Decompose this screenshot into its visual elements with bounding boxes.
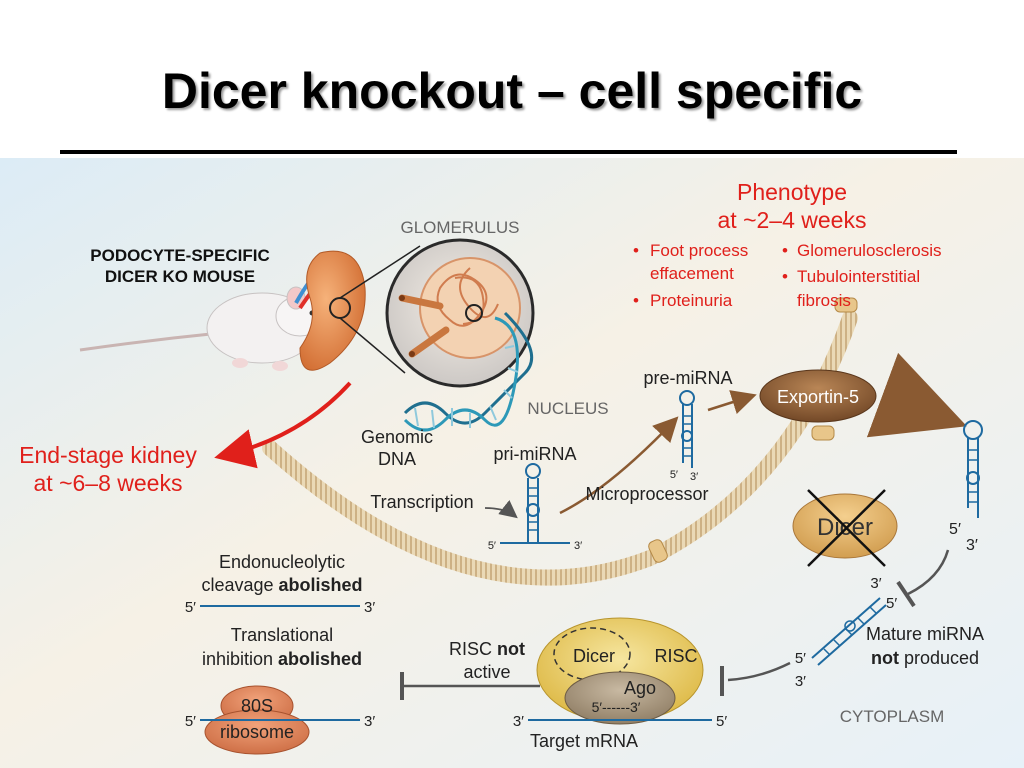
zoom-line xyxy=(339,317,406,374)
glomerulus-label: GLOMERULUS xyxy=(400,218,519,237)
phenotype-glomerulosclerosis: Glomerulosclerosis xyxy=(797,241,942,260)
inhibition-bar xyxy=(896,580,916,608)
risc-label: RISC xyxy=(654,646,697,666)
phenotype-foot-process: Foot process xyxy=(650,241,748,260)
phenotype-tubulointerstitial: Tubulointerstitial xyxy=(797,267,920,286)
target-three-prime: 5′ xyxy=(716,713,727,730)
endo-cleavage: cleavage xyxy=(201,575,278,595)
dna-helix xyxy=(403,311,534,432)
genomic-dna-line2: DNA xyxy=(378,449,416,469)
cleavage-three-prime: 3′ xyxy=(364,599,375,616)
ribosome-three-prime: 3′ xyxy=(364,713,375,730)
trans-line1: Translational xyxy=(231,625,333,645)
inhibition-arrow xyxy=(727,661,791,682)
end-stage-line1: End-stage kidney xyxy=(19,442,197,468)
phenotype-proteinuria: Proteinuria xyxy=(650,291,733,310)
progression-arrow xyxy=(214,381,352,469)
glomerulus-lens xyxy=(385,238,535,388)
cleavage-five-prime: 5′ xyxy=(185,599,196,616)
phenotype-fibrosis: fibrosis xyxy=(797,291,851,310)
pre-mirna-label: pre-miRNA xyxy=(643,368,732,388)
target-mrna-label: Target mRNA xyxy=(530,731,638,751)
cytoplasm-arrow xyxy=(866,352,967,438)
duplex-three-prime-bottom: 3′ xyxy=(795,673,806,690)
duplex-five-prime-bottom: 5′ xyxy=(795,650,806,667)
phenotype-title-line2: at ~2–4 weeks xyxy=(718,207,867,233)
phenotype-bullet: • xyxy=(782,241,788,260)
endo-abolished: abolished xyxy=(279,575,363,595)
endo-line1: Endonucleolytic xyxy=(219,552,345,572)
exportin-label: Exportin-5 xyxy=(777,387,859,407)
phenotype-effacement: effacement xyxy=(650,264,734,283)
mature-produced: produced xyxy=(899,648,979,668)
pri-mirna-hairpin xyxy=(500,463,570,544)
mouse-illustration xyxy=(79,268,326,371)
dicer-knockout-diagram: Exportin-5 Dicer Dicer RISC Ago 5′------… xyxy=(0,158,1024,768)
export-arrow xyxy=(707,390,757,414)
trans-abolished: abolished xyxy=(278,649,362,669)
risc-dicer-label: Dicer xyxy=(573,646,615,666)
phenotype-bullet: • xyxy=(782,267,788,286)
phenotype-bullet: • xyxy=(633,241,639,260)
pri-mirna-label: pri-miRNA xyxy=(494,444,577,464)
ribosome-bottom-label: ribosome xyxy=(220,722,294,742)
ribosome-top-label: 80S xyxy=(241,696,273,716)
risc-word: RISC xyxy=(449,639,497,659)
title-divider xyxy=(60,150,957,154)
ribosome xyxy=(200,685,360,755)
target-five-prime: 3′ xyxy=(513,713,524,730)
duplex-three-prime-top: 3′ xyxy=(870,575,881,592)
mature-not-bold: not xyxy=(871,648,899,668)
risc-not-bold: not xyxy=(497,639,525,659)
risc-status-line1: RISC not xyxy=(449,639,525,659)
nuclear-pore xyxy=(811,425,835,441)
pre-five-prime: 5′ xyxy=(670,469,678,481)
inhibition-arrow xyxy=(907,549,950,596)
nucleus-label: NUCLEUS xyxy=(527,399,608,418)
pri-five-prime: 5′ xyxy=(488,540,496,552)
nuclear-pore xyxy=(834,297,858,313)
cyto-three-prime: 3′ xyxy=(966,537,978,554)
risc-complex xyxy=(536,617,704,725)
transcription-arrow xyxy=(484,499,518,519)
pre-three-prime: 3′ xyxy=(690,471,698,483)
ribosome-five-prime: 5′ xyxy=(185,713,196,730)
cross-line xyxy=(807,489,886,567)
duplex-label: 5′------3′ xyxy=(592,699,641,715)
cytoplasmic-pre-mirna xyxy=(963,420,983,518)
trans-inhibition: inhibition xyxy=(202,649,278,669)
slide-title: Dicer knockout – cell specific xyxy=(161,63,863,119)
mature-mirna-duplex xyxy=(811,597,887,666)
exportin-5 xyxy=(759,369,877,423)
genomic-dna-line1: Genomic xyxy=(361,427,433,447)
endo-line2: cleavage abolished xyxy=(201,575,362,595)
mouse-label-line2: DICER KO MOUSE xyxy=(105,267,255,286)
microprocessor-arrow xyxy=(559,416,679,515)
end-stage-line2: at ~6–8 weeks xyxy=(34,470,183,496)
zoom-line xyxy=(339,245,421,299)
pri-three-prime: 3′ xyxy=(574,540,582,552)
mature-mirna-line2: not produced xyxy=(871,648,979,668)
transcription-label: Transcription xyxy=(370,492,473,512)
ago-label: Ago xyxy=(624,678,656,698)
mouse-label-line1: PODOCYTE-SPECIFIC xyxy=(90,246,269,265)
phenotype-bullet: • xyxy=(633,291,639,310)
mature-mirna-line1: Mature miRNA xyxy=(866,624,984,644)
duplex-five-prime-top: 5′ xyxy=(886,595,897,612)
cyto-five-prime: 5′ xyxy=(949,521,961,538)
phenotype-title-line1: Phenotype xyxy=(737,179,847,205)
nuclear-pore xyxy=(648,539,668,563)
microprocessor-label: Microprocessor xyxy=(585,484,708,504)
risc-status-line2: active xyxy=(463,662,510,682)
trans-line2: inhibition abolished xyxy=(202,649,362,669)
pre-mirna-hairpin xyxy=(679,390,695,468)
cytoplasm-label: CYTOPLASM xyxy=(840,707,945,726)
